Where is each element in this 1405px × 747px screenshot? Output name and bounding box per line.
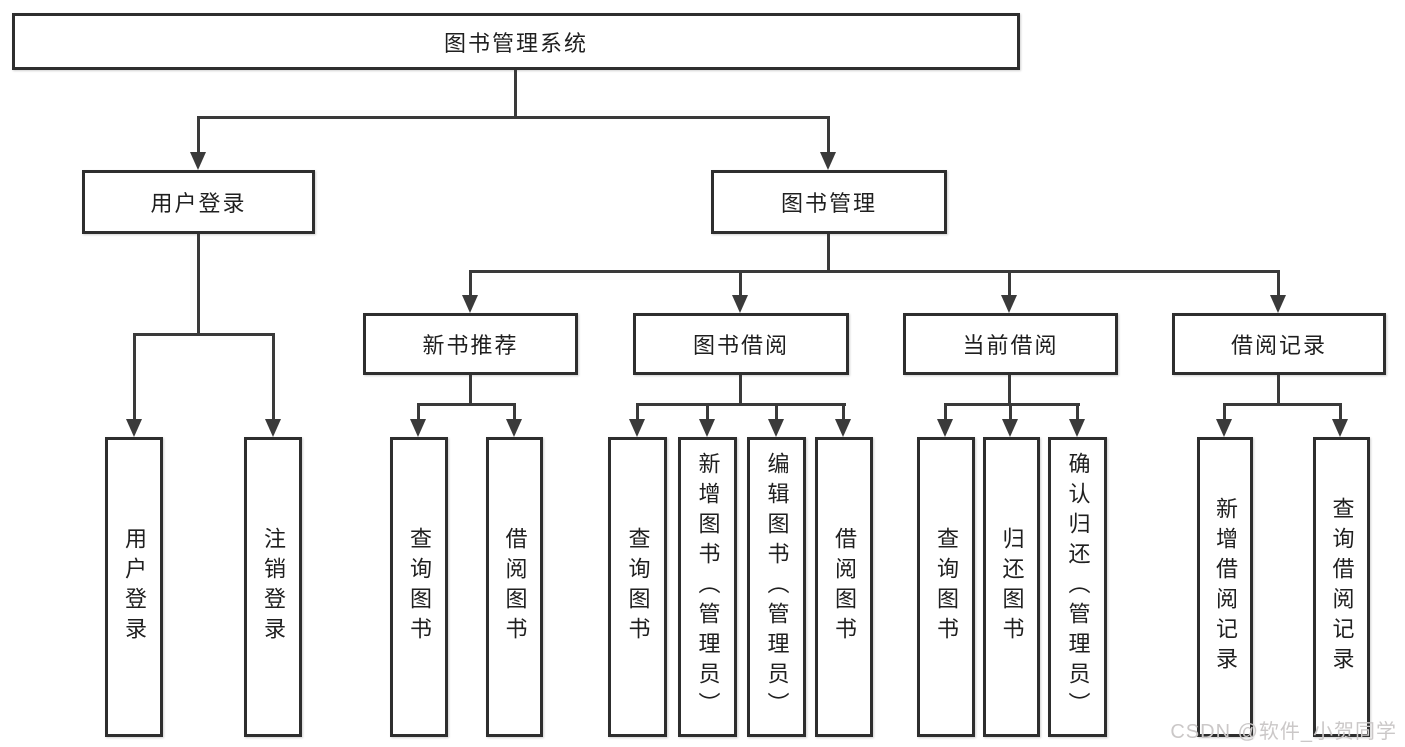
leaf-logout: 注销登录 bbox=[244, 437, 302, 737]
leaf-return-books: 归还图书 bbox=[983, 437, 1040, 737]
connector-line bbox=[944, 403, 1080, 406]
connector-line bbox=[739, 375, 742, 406]
leaf-add-books-admin: 新增图书（管理员） bbox=[678, 437, 737, 737]
node-library-system-root: 图书管理系统 bbox=[12, 13, 1020, 70]
node-new-book-recommend: 新书推荐 bbox=[363, 313, 578, 375]
connector-line bbox=[469, 375, 472, 406]
arrowhead-icon bbox=[1216, 419, 1232, 437]
arrowhead-icon bbox=[1002, 419, 1018, 437]
connector-line bbox=[514, 70, 517, 118]
connector-line bbox=[1223, 403, 1342, 406]
connector-line bbox=[1277, 375, 1280, 406]
node-book-borrowing: 图书借阅 bbox=[633, 313, 849, 375]
arrowhead-icon bbox=[1069, 419, 1085, 437]
connector-line bbox=[775, 403, 778, 422]
connector-line bbox=[739, 270, 742, 298]
connector-line bbox=[1008, 270, 1011, 298]
node-book-management-branch: 图书管理 bbox=[711, 170, 947, 234]
connector-line bbox=[706, 403, 709, 422]
connector-line bbox=[1277, 270, 1280, 298]
connector-line bbox=[1339, 403, 1342, 422]
leaf-query-books-3: 查询图书 bbox=[917, 437, 975, 737]
arrowhead-icon bbox=[937, 419, 953, 437]
node-borrowing-records: 借阅记录 bbox=[1172, 313, 1386, 375]
connector-line bbox=[827, 234, 830, 273]
arrowhead-icon bbox=[1332, 419, 1348, 437]
leaf-borrow-books-1: 借阅图书 bbox=[486, 437, 543, 737]
leaf-edit-books-admin: 编辑图书（管理员） bbox=[747, 437, 806, 737]
connector-line bbox=[469, 270, 1280, 273]
connector-line bbox=[417, 403, 516, 406]
node-current-borrowing: 当前借阅 bbox=[903, 313, 1118, 375]
arrowhead-icon bbox=[1270, 295, 1286, 313]
leaf-confirm-return-admin: 确认归还（管理员） bbox=[1048, 437, 1107, 737]
connector-line bbox=[842, 403, 845, 422]
arrowhead-icon bbox=[732, 295, 748, 313]
connector-line bbox=[636, 403, 639, 422]
leaf-user-login: 用户登录 bbox=[105, 437, 163, 737]
connector-line bbox=[513, 403, 516, 422]
node-user-login-branch: 用户登录 bbox=[82, 170, 315, 234]
arrowhead-icon bbox=[462, 295, 478, 313]
connector-line bbox=[1008, 375, 1011, 406]
arrowhead-icon bbox=[820, 152, 836, 170]
arrowhead-icon bbox=[1001, 295, 1017, 313]
connector-line bbox=[133, 333, 136, 423]
connector-line bbox=[272, 333, 275, 423]
leaf-query-books-1: 查询图书 bbox=[390, 437, 448, 737]
connector-line bbox=[133, 333, 275, 336]
leaf-add-borrow-record: 新增借阅记录 bbox=[1197, 437, 1253, 737]
csdn-watermark: CSDN @软件_小贺同学 bbox=[1170, 721, 1397, 743]
connector-line bbox=[1009, 403, 1012, 422]
arrowhead-icon bbox=[265, 419, 281, 437]
arrowhead-icon bbox=[768, 419, 784, 437]
connector-line bbox=[469, 270, 472, 298]
connector-line bbox=[417, 403, 420, 422]
connector-line bbox=[636, 403, 846, 406]
connector-line bbox=[1223, 403, 1226, 422]
leaf-query-borrow-record: 查询借阅记录 bbox=[1313, 437, 1370, 737]
arrowhead-icon bbox=[629, 419, 645, 437]
connector-line bbox=[197, 116, 830, 119]
connector-line bbox=[197, 234, 200, 336]
connector-line bbox=[944, 403, 947, 422]
leaf-query-books-2: 查询图书 bbox=[608, 437, 667, 737]
arrowhead-icon bbox=[410, 419, 426, 437]
arrowhead-icon bbox=[190, 152, 206, 170]
arrowhead-icon bbox=[506, 419, 522, 437]
leaf-borrow-books-2: 借阅图书 bbox=[815, 437, 873, 737]
connector-line bbox=[1076, 403, 1079, 422]
connector-line bbox=[197, 116, 200, 156]
connector-line bbox=[827, 116, 830, 156]
arrowhead-icon bbox=[126, 419, 142, 437]
arrowhead-icon bbox=[835, 419, 851, 437]
arrowhead-icon bbox=[699, 419, 715, 437]
